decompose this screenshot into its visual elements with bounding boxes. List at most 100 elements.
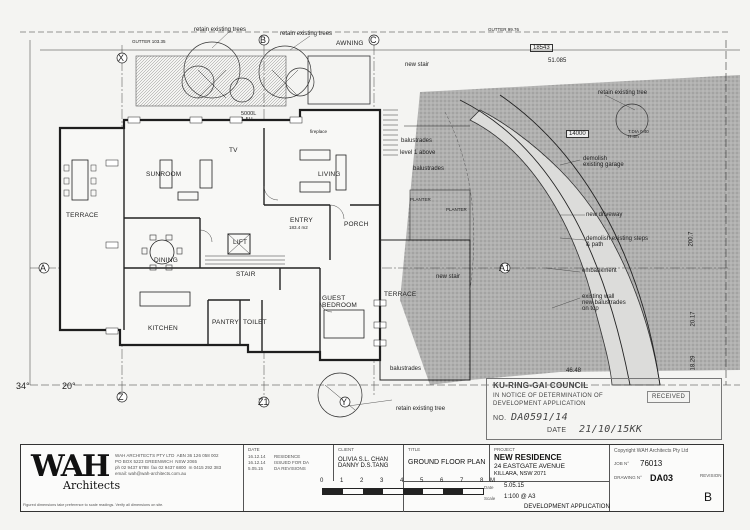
note-level-above: level 1 above	[400, 150, 436, 156]
dim-2007: 200.7	[688, 231, 695, 247]
room-dining: DINING	[154, 257, 178, 264]
drawing-number-label: DRAWING N°	[614, 475, 642, 480]
issue-date-3: 5.05.15	[248, 466, 264, 471]
stamp-line3: IN NOTICE OF DETERMINATION OF	[493, 393, 603, 399]
scale-tick-2: 2	[360, 478, 364, 484]
scale-value: 1:100 @ A3	[504, 494, 536, 500]
note-demolish-garage: demolish existing garage	[583, 156, 624, 168]
room-terrace: TERRACE	[66, 212, 99, 219]
project-address: 24 EASTGATE AVENUE	[494, 463, 565, 470]
grid-label-a: A	[40, 263, 47, 273]
project-name: NEW RESIDENCE	[494, 453, 562, 462]
scale-tick-7: 7	[460, 478, 464, 484]
job-number: 76013	[640, 459, 663, 468]
scale-bar	[322, 488, 484, 495]
room-living: LIVING	[318, 171, 341, 178]
client-cell: CLIENT OLIVIA S.L. CHAN DANNY D.S.TANG	[333, 445, 404, 481]
note-demolish-steps: demolish existing steps & path	[586, 236, 649, 248]
entry-area: 183.4 m2	[289, 225, 308, 230]
revision-value: B	[704, 490, 713, 504]
title-header: TITLE	[408, 447, 421, 452]
title-cell: TITLE GROUND FLOOR PLAN	[403, 445, 490, 481]
firm-address: WAH ARCHITECTS PTY LTD ABN 36 126 058 00…	[115, 453, 222, 476]
project-suburb: KILLARA, NSW 2071	[494, 471, 547, 477]
note-retain-tree-3: retain existing tree	[396, 406, 446, 412]
firm-name: Architects	[63, 479, 121, 492]
note-retain-trees-2: retain existing trees	[280, 31, 333, 37]
issue-desc-1: RESIDENCE	[274, 454, 301, 459]
issue-desc-2: ISSUED FOR DA	[274, 460, 310, 465]
scale-tick-4: 4	[400, 478, 404, 484]
dim-1829: 18.29	[690, 355, 697, 371]
issue-date-2: 16.12.14	[248, 460, 266, 465]
stamp-received: RECEIVED	[647, 391, 691, 403]
scale-tick-1: 1	[340, 478, 344, 484]
angle-label: 20°	[62, 381, 76, 391]
stamp-date-value: 21/10/15KK	[579, 424, 643, 435]
grid-label-z1: Z1	[258, 397, 269, 407]
firm-logo-mark: WAH	[31, 449, 110, 484]
note-balustrades-2: balustrades	[413, 166, 445, 172]
date-value: 5.05.15	[504, 483, 525, 489]
issue-date-1: 16.12.14	[248, 454, 266, 459]
grid-label-a1: A1	[499, 263, 511, 273]
note-balustrades-3: balustrades	[390, 366, 422, 372]
room-terrace-east: TERRACE	[384, 291, 417, 298]
revision-label: REVISION	[700, 473, 722, 478]
note-embankment: embankment	[582, 268, 617, 274]
grid-label-c: C	[370, 35, 377, 45]
drawing-number: DA03	[650, 473, 674, 483]
room-pantry: PANTRY	[212, 319, 239, 326]
grid-label-z: Z	[118, 392, 124, 402]
disclaimer: Figured dimensions take preference to sc…	[23, 503, 164, 507]
scale-tick-8: 8	[480, 478, 484, 484]
stamp-date-label: DATE	[547, 427, 567, 434]
note-new-stair: new stair	[405, 62, 430, 68]
dim-18543: 18543	[530, 44, 553, 52]
grid-label-x: X	[118, 53, 125, 63]
client-header: CLIENT	[338, 447, 355, 452]
stamp-no-label: NO.	[493, 415, 507, 422]
note-wall-balustrades: existing wall new balustrades on top	[582, 294, 626, 312]
drawing-title: GROUND FLOOR PLAN	[408, 459, 486, 466]
dim-14000: 14000	[566, 130, 589, 138]
council-stamp: KU-RING-GAI COUNCIL RECEIVED IN NOTICE O…	[486, 378, 722, 440]
room-porch: PORCH	[344, 221, 369, 228]
dim-51085: 51.085	[548, 58, 567, 64]
grid-label-b: B	[260, 35, 267, 45]
room-sunroom: SUNROOM	[146, 171, 182, 178]
issue-column: DATE 16.12.14 RESIDENCE 16.12.14 ISSUED …	[243, 445, 334, 511]
job-number-label: JOB N°	[614, 461, 630, 466]
fireplace-label: fireplace	[310, 129, 328, 134]
room-stair: STAIR	[236, 271, 256, 278]
scale-tick-6: 6	[440, 478, 444, 484]
issue-header: DATE	[248, 447, 260, 452]
note-balustrades-1: balustrades	[401, 138, 433, 144]
dim-4648: 46.48	[566, 368, 582, 374]
room-entry: ENTRY	[290, 217, 313, 224]
drawing-status: DEVELOPMENT APPLICATION	[524, 504, 610, 510]
note-new-driveway: new driveway	[586, 212, 623, 218]
title-block: WAH Architects WAH ARCHITECTS PTY LTD AB…	[20, 444, 724, 512]
project-cell: PROJECT NEW RESIDENCE 24 EASTGATE AVENUE…	[489, 445, 610, 481]
stamp-line4: DEVELOPMENT APPLICATION	[493, 401, 586, 407]
angle-label-2: 34°	[16, 381, 30, 391]
issue-desc-3: DA REVISIONS	[274, 466, 306, 471]
job-info-cell: Copyright WAH Architects Pty Ltd JOB N° …	[609, 445, 724, 511]
note-retain-trees-1: retain existing trees	[194, 27, 247, 33]
room-lift: LIFT	[233, 239, 248, 246]
planter-label-2: PLANTER	[446, 207, 467, 212]
room-guest-bedroom: GUEST BEDROOM	[322, 295, 357, 309]
copyright: Copyright WAH Architects Pty Ltd	[614, 448, 689, 454]
client-names: OLIVIA S.L. CHAN DANNY D.S.TANG	[338, 457, 389, 469]
note-tree-size: T.DIA 0.40 H 4m	[628, 129, 649, 139]
room-tv: TV	[229, 147, 238, 154]
scale-unit: M	[490, 478, 495, 484]
awning-label: AWNING	[336, 40, 364, 47]
gutter-level-1: GUTTER 103.35	[132, 39, 166, 44]
gutter-level-2: GUTTER 99.76	[488, 27, 520, 32]
scale-tick-0: 0	[320, 478, 324, 484]
rainwater-tank-label: 5000L 1.5H	[241, 111, 257, 123]
